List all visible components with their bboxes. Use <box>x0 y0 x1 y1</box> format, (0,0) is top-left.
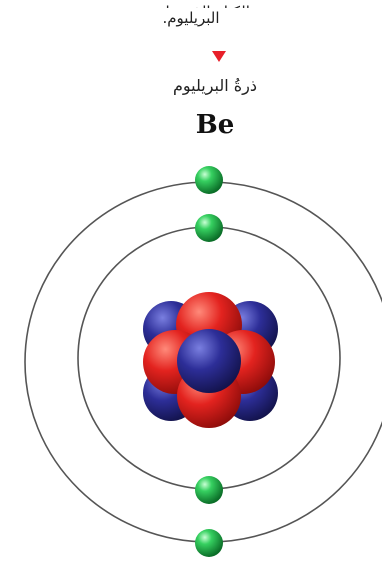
electron <box>195 529 223 557</box>
neutron <box>177 329 241 393</box>
electron <box>195 214 223 242</box>
electron <box>195 476 223 504</box>
nucleus <box>143 292 278 428</box>
electron <box>195 166 223 194</box>
